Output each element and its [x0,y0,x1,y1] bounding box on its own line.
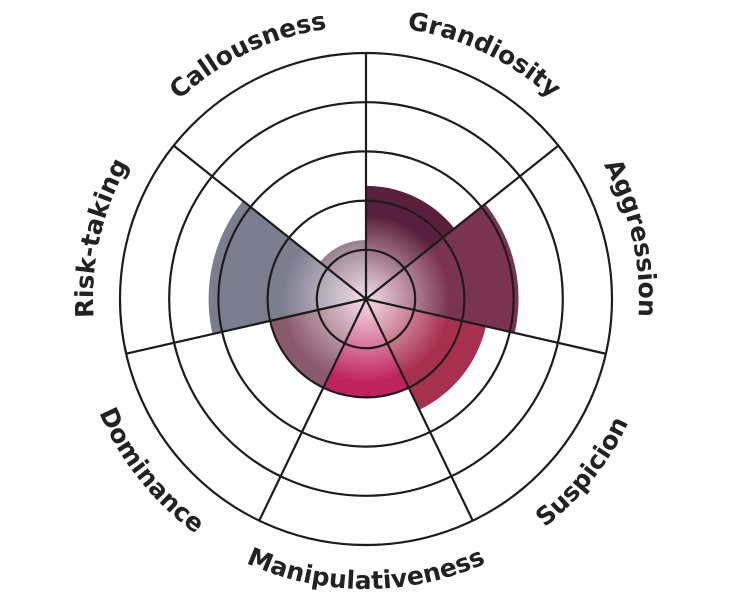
grid-spoke-7 [172,144,367,300]
wedge-grandiosity [366,185,455,299]
axis-label-dominance: Dominance [94,403,210,539]
grid-spoke-2 [365,144,560,300]
axis-label-callousness: Callousness [164,6,328,104]
axis-label-aggression: Aggression [599,154,663,317]
axis-label-manipulativeness: Manipulativeness [243,542,488,595]
grid-spoke-3 [365,297,607,355]
grid-spoke-5 [258,298,367,522]
axis-label-risk-taking: Risk-taking [70,153,134,318]
grid-spoke-4 [365,298,474,522]
wedge-suspicion [366,299,486,410]
axis-label-grandiosity: Grandiosity [406,6,567,103]
axis-label-suspicion: Suspicion [530,412,634,532]
grid-spoke-6 [125,297,367,355]
wedge-risk-taking [208,200,366,335]
wedge-callousness [319,239,366,299]
wedge-aggression [366,203,519,333]
grid-layer [118,51,614,547]
